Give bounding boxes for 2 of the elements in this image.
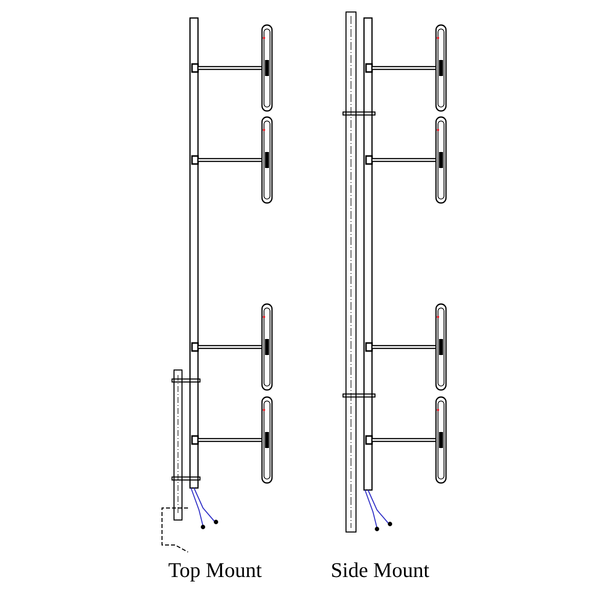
caption-label: Side Mount bbox=[330, 560, 430, 581]
caption-label: Top Mount bbox=[168, 560, 262, 581]
